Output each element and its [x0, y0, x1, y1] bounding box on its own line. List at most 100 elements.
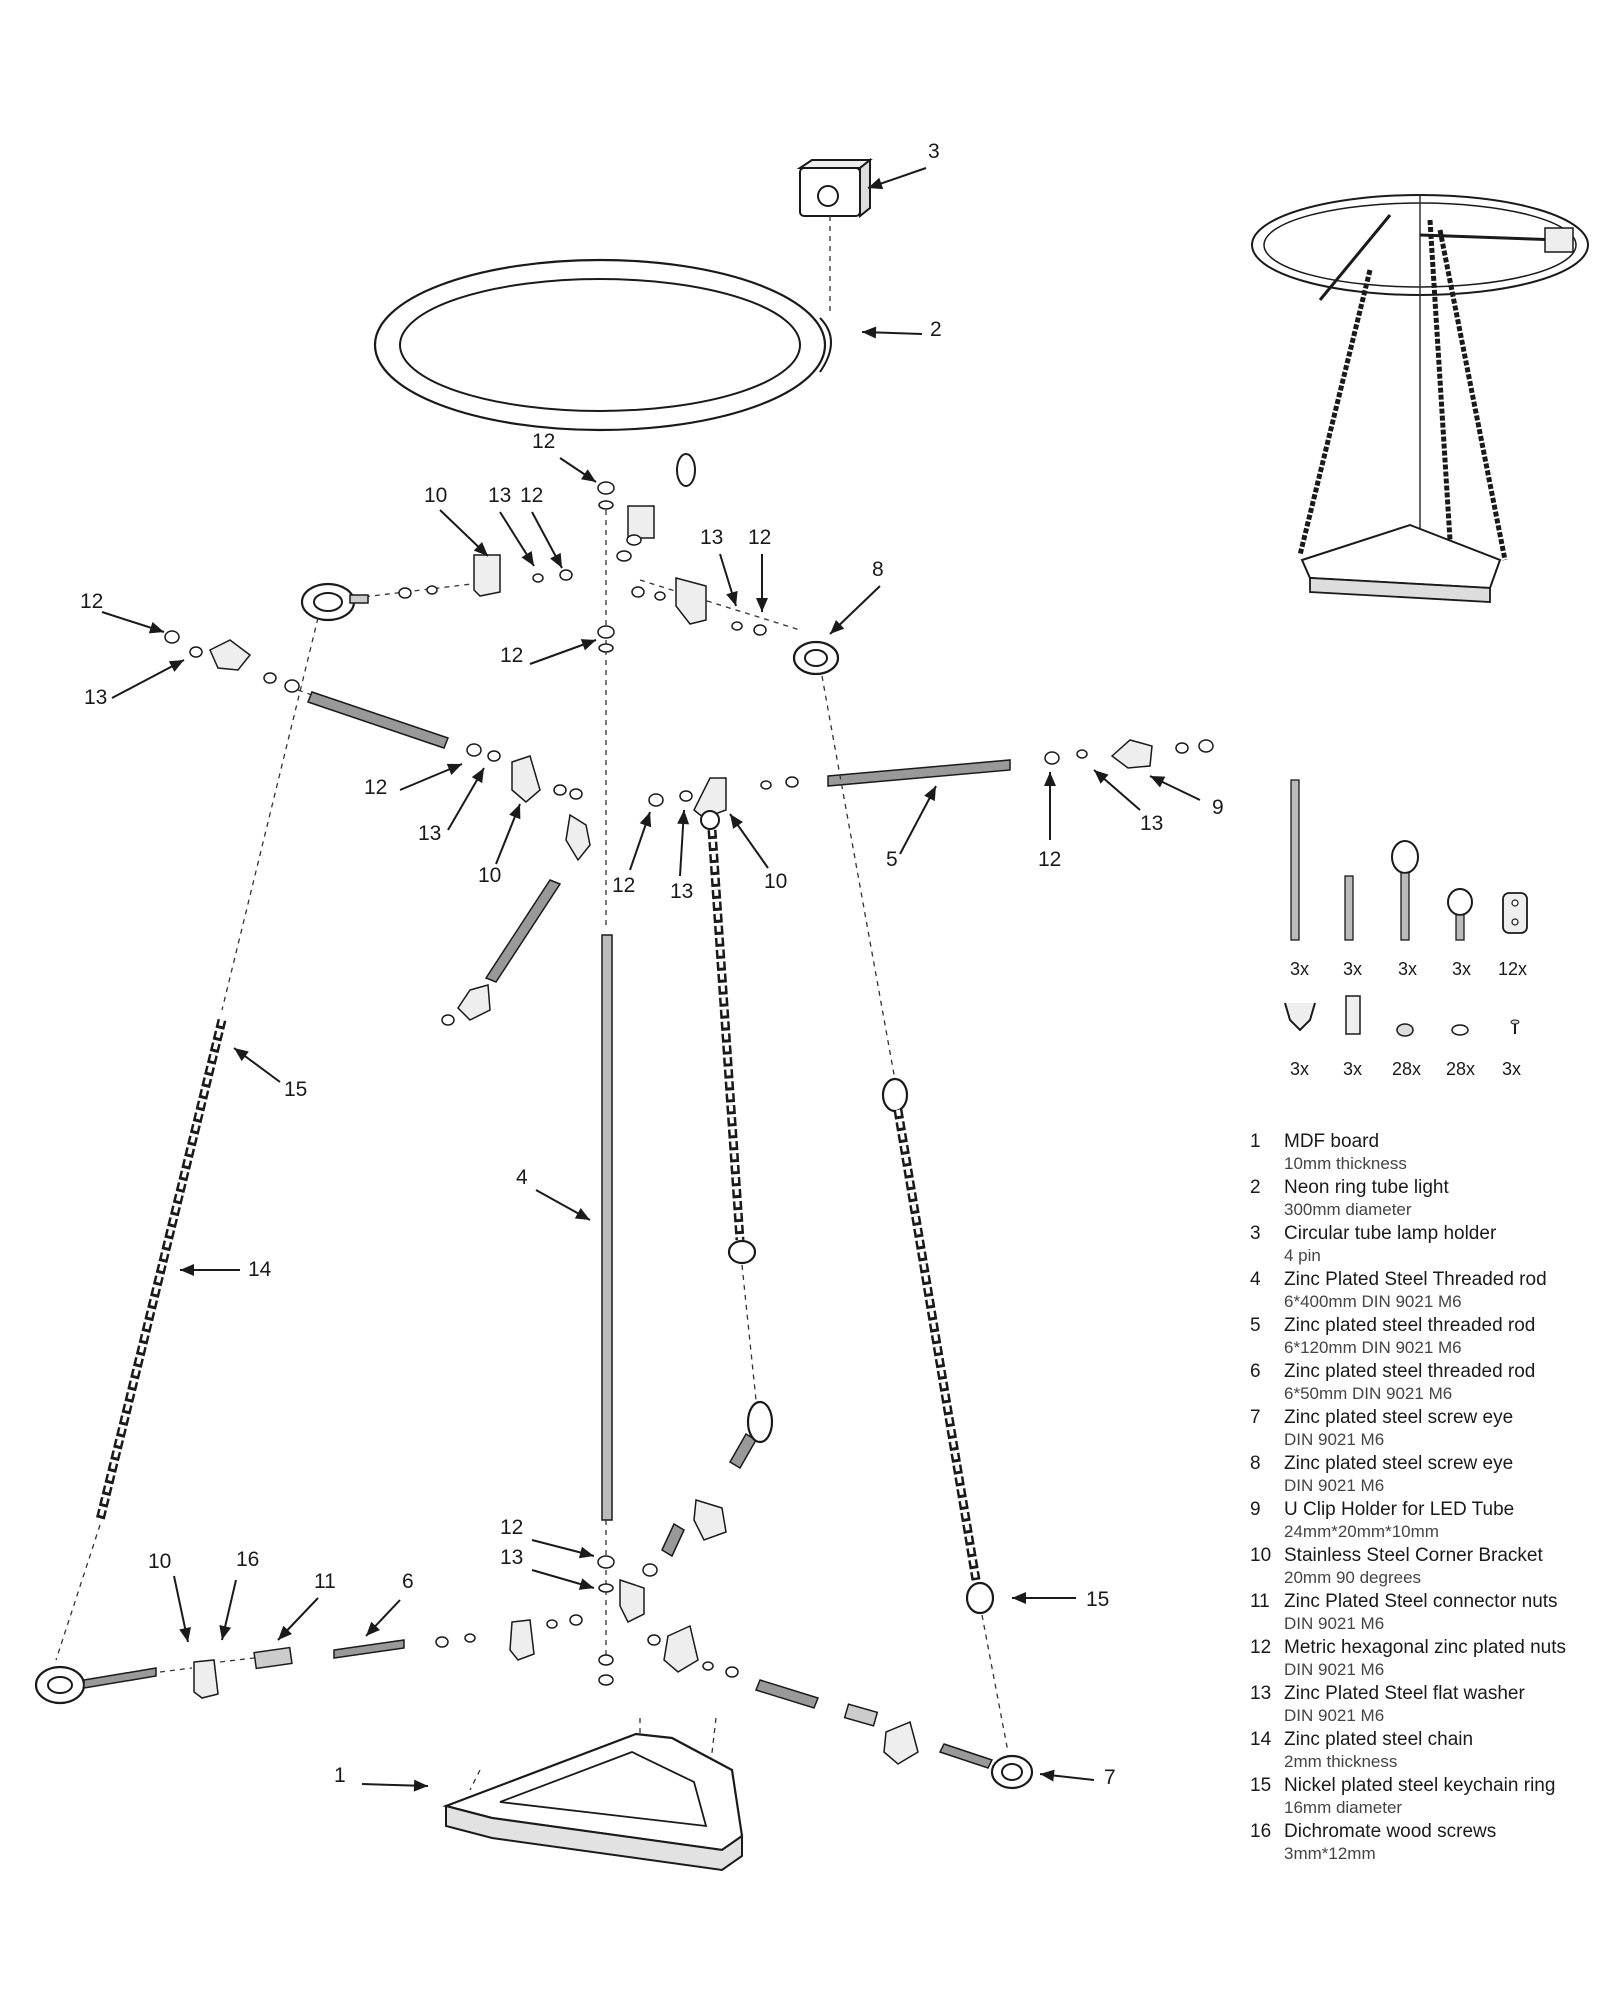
legend-part-spec: 6*50mm DIN 9021 M6: [1284, 1384, 1453, 1403]
callout-arrowhead: [726, 590, 738, 606]
legend-number: 5: [1250, 1315, 1261, 1336]
callout-label-5: 5: [886, 848, 898, 871]
legend-part-name: Nickel plated steel keychain ring: [1284, 1775, 1556, 1796]
callout-arrowhead: [168, 660, 184, 672]
callout-label-12: 12: [532, 430, 555, 453]
callout-label-15: 15: [1086, 1588, 1109, 1611]
right-clip-assembly: [1044, 739, 1214, 769]
legend-part-spec: DIN 9021 M6: [1284, 1706, 1385, 1725]
legend-number: 2: [1250, 1177, 1261, 1198]
callout-arrowhead: [574, 1207, 590, 1220]
neon-ring-part: [373, 258, 832, 432]
legend-part-name: Zinc Plated Steel connector nuts: [1284, 1591, 1558, 1612]
legend-item: 16 Dichromate wood screws 3mm*12mm: [1250, 1820, 1595, 1864]
upper-right-bracket: [631, 577, 767, 636]
top-hub-hardware: [597, 453, 696, 653]
callout-arrowhead: [234, 1048, 249, 1062]
part-quantity: 3x: [1343, 959, 1362, 979]
lower-right-arm: [647, 1624, 1034, 1790]
legend-part-name: Circular tube lamp holder: [1284, 1223, 1497, 1244]
legend-part-spec: DIN 9021 M6: [1284, 1614, 1385, 1633]
callout-arrowhead: [179, 1627, 191, 1642]
callout-label-12: 12: [612, 874, 635, 897]
callout-label-13: 13: [700, 526, 723, 549]
legend-part-spec: DIN 9021 M6: [1284, 1476, 1385, 1495]
callout-label-1: 1: [334, 1764, 346, 1787]
legend-part-name: Dichromate wood screws: [1284, 1821, 1497, 1842]
legend-part-name: Zinc plated steel threaded rod: [1284, 1315, 1536, 1336]
callout-arrowhead: [578, 1578, 594, 1590]
legend-part-spec: 2mm thickness: [1284, 1752, 1398, 1771]
callout-arrowhead: [509, 804, 521, 820]
legend-number: 16: [1250, 1821, 1272, 1842]
callout-label-15: 15: [284, 1078, 307, 1101]
legend-part-spec: 300mm diameter: [1284, 1200, 1412, 1219]
chain-14: [95, 1018, 227, 1522]
callout-arrowhead: [924, 786, 936, 802]
legend-part-name: Zinc plated steel screw eye: [1284, 1453, 1514, 1474]
legend-part-name: Zinc Plated Steel Threaded rod: [1284, 1269, 1547, 1290]
callout-arrowhead: [471, 768, 484, 784]
part-quantity: 3x: [1398, 959, 1417, 979]
callout-label-13: 13: [670, 880, 693, 903]
assembled-preview: [1251, 194, 1589, 603]
part-quantity: 28x: [1446, 1059, 1475, 1079]
legend-number: 14: [1250, 1729, 1272, 1750]
legend-part-name: Metric hexagonal zinc plated nuts: [1284, 1637, 1566, 1658]
threaded-rod-400-part: [601, 934, 613, 1521]
part-quantity: 3x: [1452, 959, 1471, 979]
legend-part-spec: 16mm diameter: [1284, 1798, 1403, 1817]
callout-arrowhead: [1044, 772, 1056, 786]
legend-part-spec: 3mm*12mm: [1284, 1844, 1376, 1863]
callout-label-13: 13: [84, 686, 107, 709]
callout-arrowhead: [639, 812, 652, 828]
center-bracket: [648, 776, 799, 819]
callout-label-11: 11: [314, 1570, 336, 1593]
callout-arrowhead: [413, 1779, 428, 1792]
legend-part-spec: 6*400mm DIN 9021 M6: [1284, 1292, 1462, 1311]
callout-label-12: 12: [80, 590, 103, 613]
callout-label-3: 3: [928, 140, 940, 163]
callout-arrowhead: [180, 1264, 194, 1276]
legend-part-spec: 10mm thickness: [1284, 1154, 1407, 1173]
callout-arrowhead: [862, 326, 877, 339]
callout-arrowhead: [868, 177, 884, 190]
callout-arrowhead: [366, 1621, 380, 1636]
callout-arrowhead: [578, 1546, 594, 1559]
callout-arrowhead: [219, 1625, 232, 1640]
callout-arrowhead: [677, 810, 690, 825]
center-chain: [700, 810, 757, 1265]
legend-text: Zinc Plated Steel Threaded rod 6*400mm DI…: [1284, 1268, 1595, 1312]
legend-number: 7: [1250, 1407, 1261, 1428]
legend-part-name: Zinc plated steel screw eye: [1284, 1407, 1514, 1428]
callout-label-12: 12: [520, 484, 543, 507]
legend-number: 4: [1250, 1269, 1261, 1290]
callout-arrowhead: [446, 763, 462, 775]
keychain-ring-15b: [965, 1581, 995, 1615]
callout-arrowhead: [830, 619, 845, 634]
callout-label-12: 12: [748, 526, 771, 549]
legend-part-spec: DIN 9021 M6: [1284, 1430, 1385, 1449]
upper-left-bracket: [398, 554, 573, 599]
callout-arrowhead: [730, 814, 743, 829]
callout-label-13: 13: [500, 1546, 523, 1569]
legend-number: 11: [1250, 1591, 1270, 1612]
legend-part-name: Zinc plated steel threaded rod: [1284, 1361, 1536, 1382]
left-clip-assembly: [164, 630, 300, 693]
callout-label-13: 13: [1140, 812, 1163, 835]
legend-item: 4 Zinc Plated Steel Threaded rod 6*400mm D…: [1250, 1268, 1595, 1312]
legend-part-spec: DIN 9021 M6: [1284, 1660, 1385, 1679]
